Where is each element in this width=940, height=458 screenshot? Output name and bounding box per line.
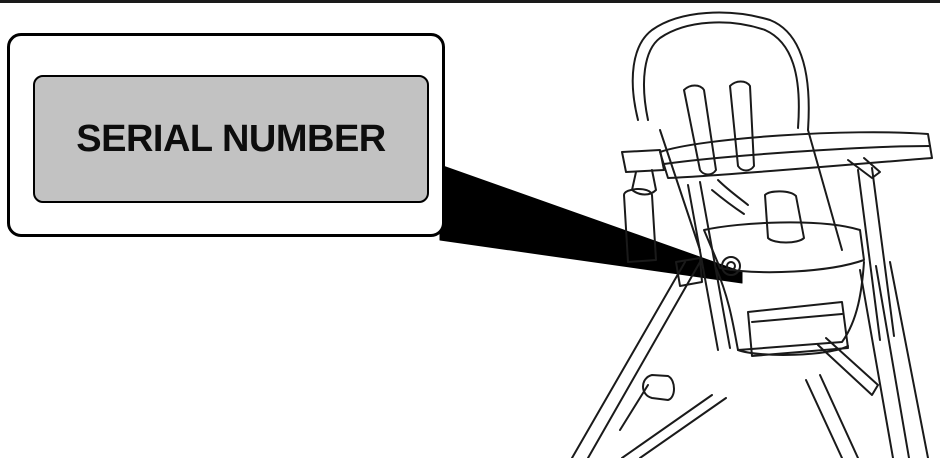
- chair-backrest: [631, 11, 843, 251]
- chair-frame: [623, 167, 895, 351]
- chair-tray: [621, 131, 933, 179]
- top-divider: [0, 0, 940, 3]
- callout-pointer: [439, 164, 743, 284]
- serial-tag-pivot: [721, 256, 741, 276]
- chair-legs: [571, 261, 929, 458]
- serial-number-label: SERIAL NUMBER: [76, 117, 386, 160]
- callout-box: SERIAL NUMBER: [7, 33, 445, 237]
- serial-number-label-plate: SERIAL NUMBER: [33, 75, 429, 203]
- harness-straps: [683, 80, 805, 244]
- chair-footrest: [747, 301, 849, 357]
- leg-hinge: [619, 374, 675, 431]
